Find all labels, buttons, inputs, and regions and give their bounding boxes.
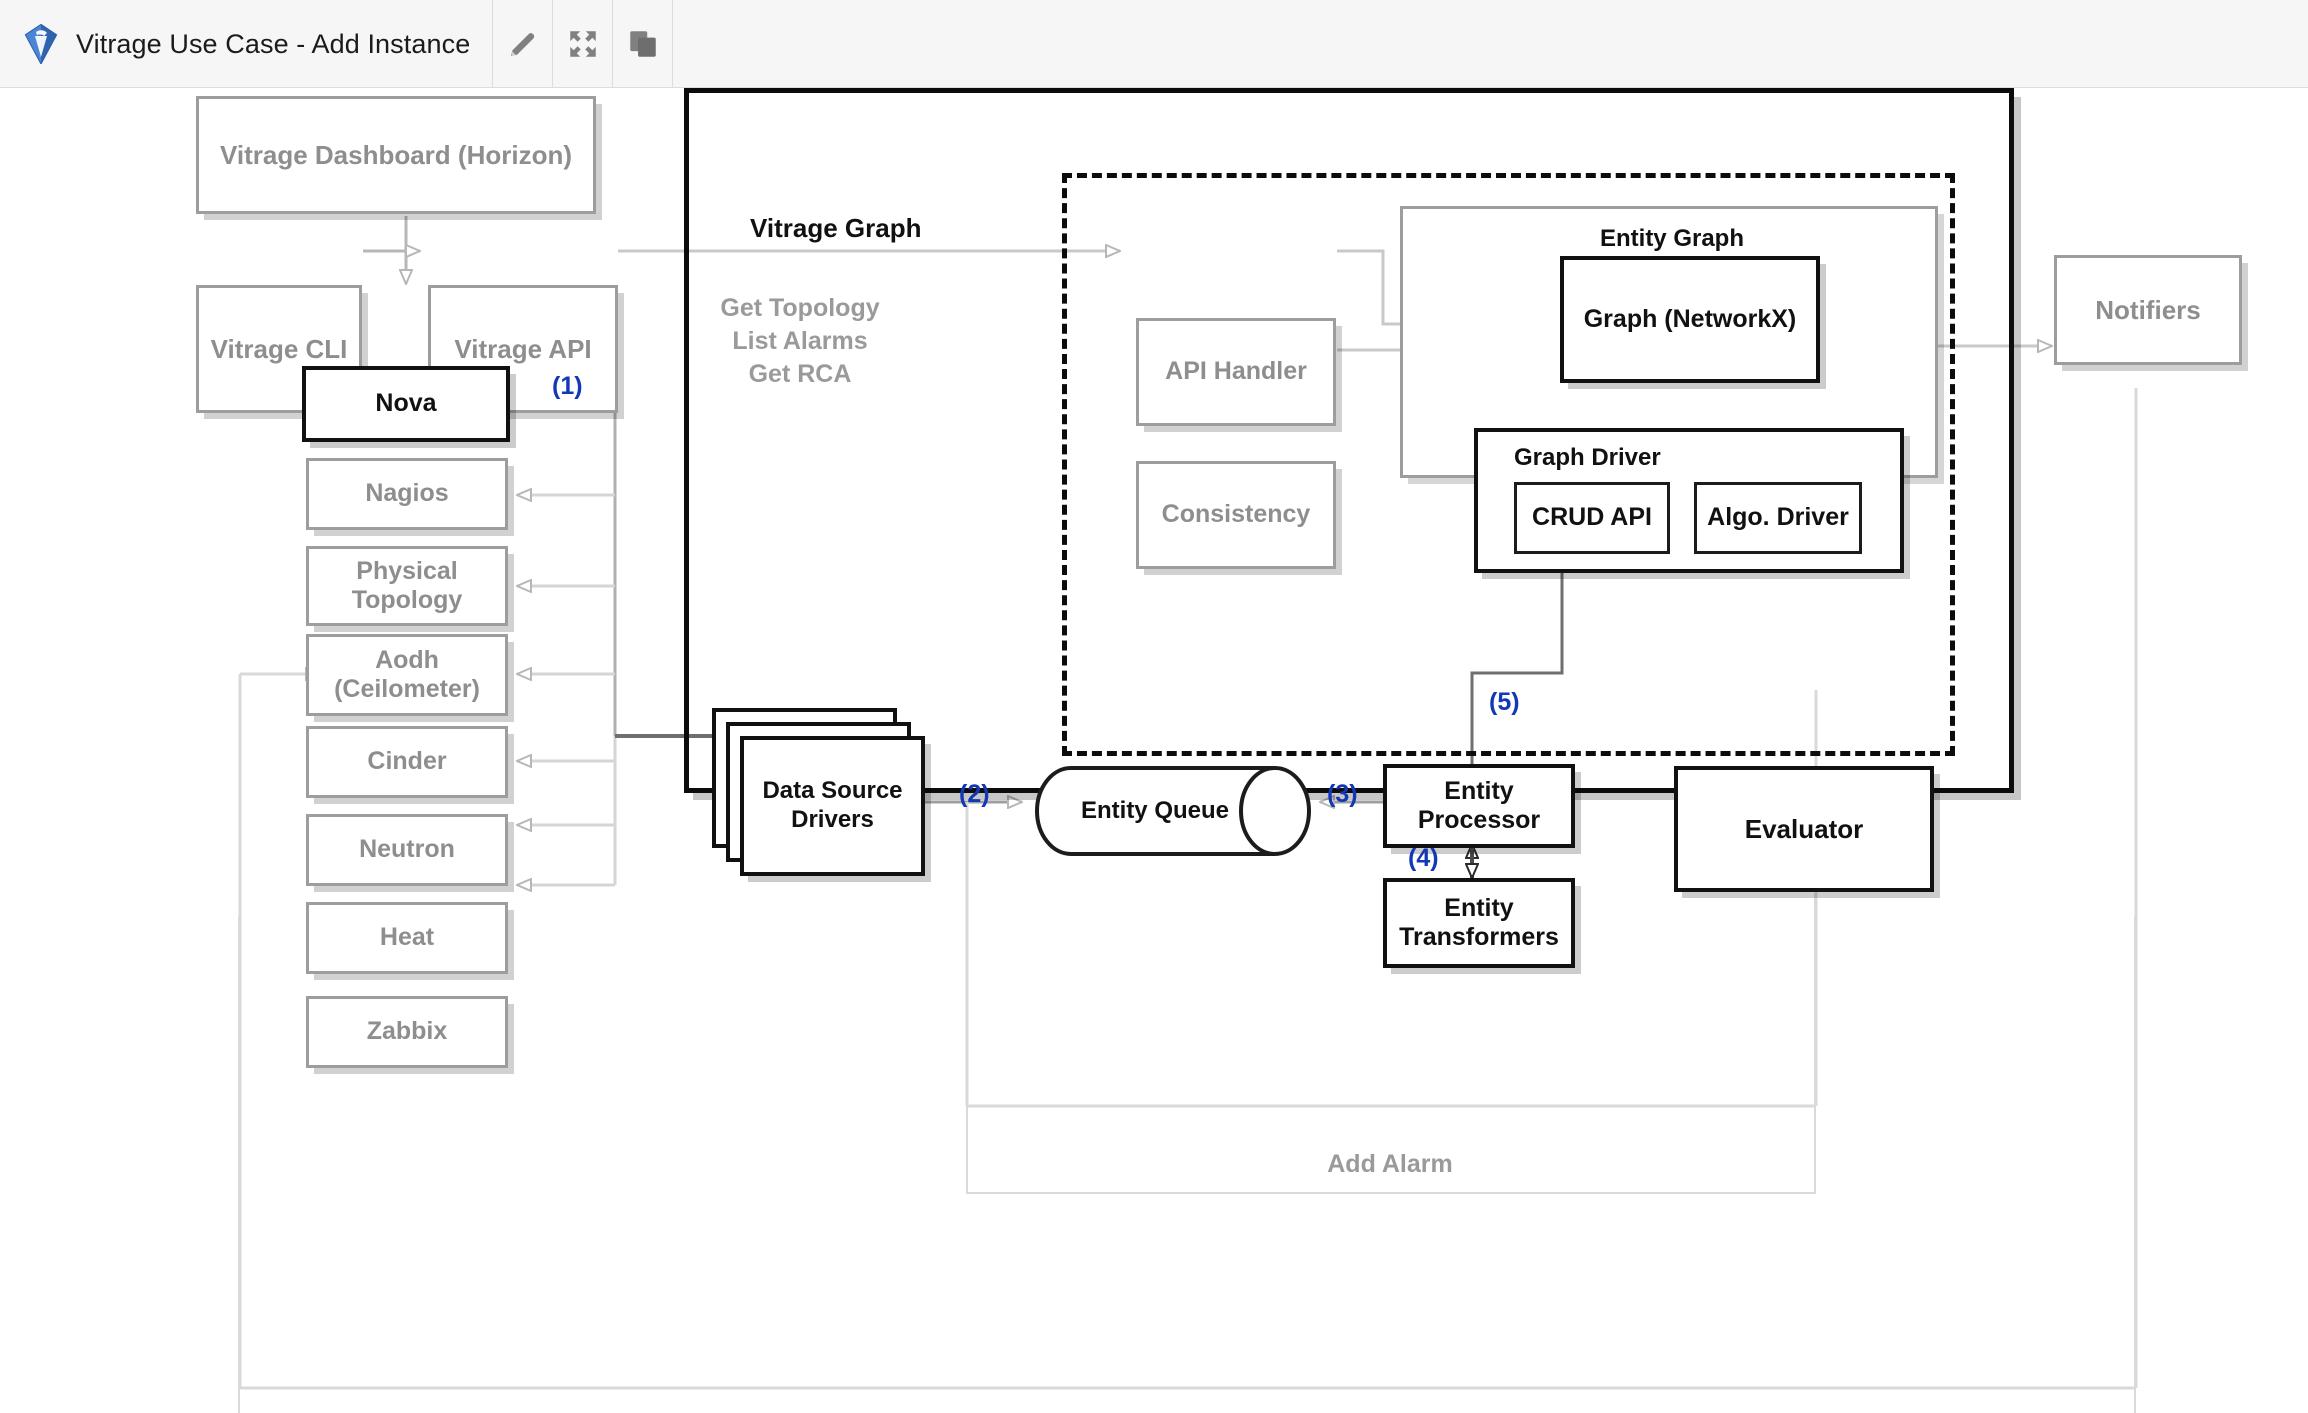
toolbar: Vitrage Use Case - Add Instance: [0, 0, 2308, 88]
vitrage-graph-label: Vitrage Graph: [750, 213, 922, 243]
vitrage-graph-container: [684, 88, 2014, 793]
entity-queue-label: Entity Queue: [1080, 797, 1230, 824]
step-label-4: (4): [1408, 844, 1439, 872]
node-graph-driver[interactable]: Graph Driver CRUD API Algo. Driver: [1474, 428, 1904, 573]
page-title: Vitrage Use Case - Add Instance: [76, 28, 471, 59]
dsd-sheet-front: Data Source Drivers: [740, 736, 925, 876]
edit-button[interactable]: [493, 0, 554, 88]
label-add-alarm: Add Alarm: [1327, 1150, 1453, 1178]
node-heat[interactable]: Heat: [306, 902, 508, 974]
node-notifiers[interactable]: Notifiers: [2054, 255, 2242, 365]
diagram-canvas: Vitrage Graph Entity Graph Vitrage Dashb…: [0, 88, 2308, 1413]
node-api-handler[interactable]: API Handler: [1136, 318, 1336, 426]
copy-button[interactable]: [613, 0, 674, 88]
node-vitrage-dashboard[interactable]: Vitrage Dashboard (Horizon): [196, 96, 596, 214]
node-algo-driver[interactable]: Algo. Driver: [1694, 482, 1862, 554]
node-graph-networkx[interactable]: Graph (NetworkX): [1560, 256, 1820, 383]
node-crud-api[interactable]: CRUD API: [1514, 482, 1670, 554]
node-data-source-drivers[interactable]: Data Source Drivers: [712, 708, 942, 893]
vitrage-logo-icon: [24, 23, 58, 66]
fullscreen-button[interactable]: [553, 0, 614, 88]
node-consistency[interactable]: Consistency: [1136, 461, 1336, 569]
step-label-2: (2): [959, 780, 990, 808]
add-alarm-path-frame: [966, 894, 1816, 1194]
node-entity-processor[interactable]: Entity Processor: [1383, 764, 1575, 848]
node-evaluator[interactable]: Evaluator: [1674, 766, 1934, 892]
node-zabbix[interactable]: Zabbix: [306, 996, 508, 1068]
node-entity-queue[interactable]: Entity Queue: [1035, 766, 1311, 856]
notify-on-alarm-path-frame: [238, 916, 2136, 1413]
node-neutron[interactable]: Neutron: [306, 814, 508, 886]
node-entity-transformers[interactable]: Entity Transformers: [1383, 878, 1575, 968]
graph-driver-label: Graph Driver: [1514, 444, 1661, 471]
expand-arrows-icon: [566, 27, 600, 61]
pencil-icon: [506, 27, 540, 61]
processor-boundary-dashed: [1062, 173, 1955, 756]
document-title-group: Vitrage Use Case - Add Instance: [0, 0, 494, 88]
label-api-operations: Get Topology List Alarms Get RCA: [720, 294, 880, 388]
node-nova[interactable]: Nova: [302, 366, 510, 442]
step-label-1: (1): [552, 372, 583, 400]
node-nagios[interactable]: Nagios: [306, 458, 508, 530]
toolbar-spacer: [673, 0, 2308, 87]
node-cinder[interactable]: Cinder: [306, 726, 508, 798]
step-label-3: (3): [1327, 780, 1358, 808]
node-aodh-ceilometer[interactable]: Aodh (Ceilometer): [306, 634, 508, 716]
step-label-5: (5): [1489, 688, 1520, 716]
copy-icon: [626, 27, 660, 61]
entity-graph-label: Entity Graph: [1599, 225, 1744, 252]
node-physical-topology[interactable]: Physical Topology: [306, 546, 508, 626]
cylinder-shape: [1035, 766, 1311, 856]
